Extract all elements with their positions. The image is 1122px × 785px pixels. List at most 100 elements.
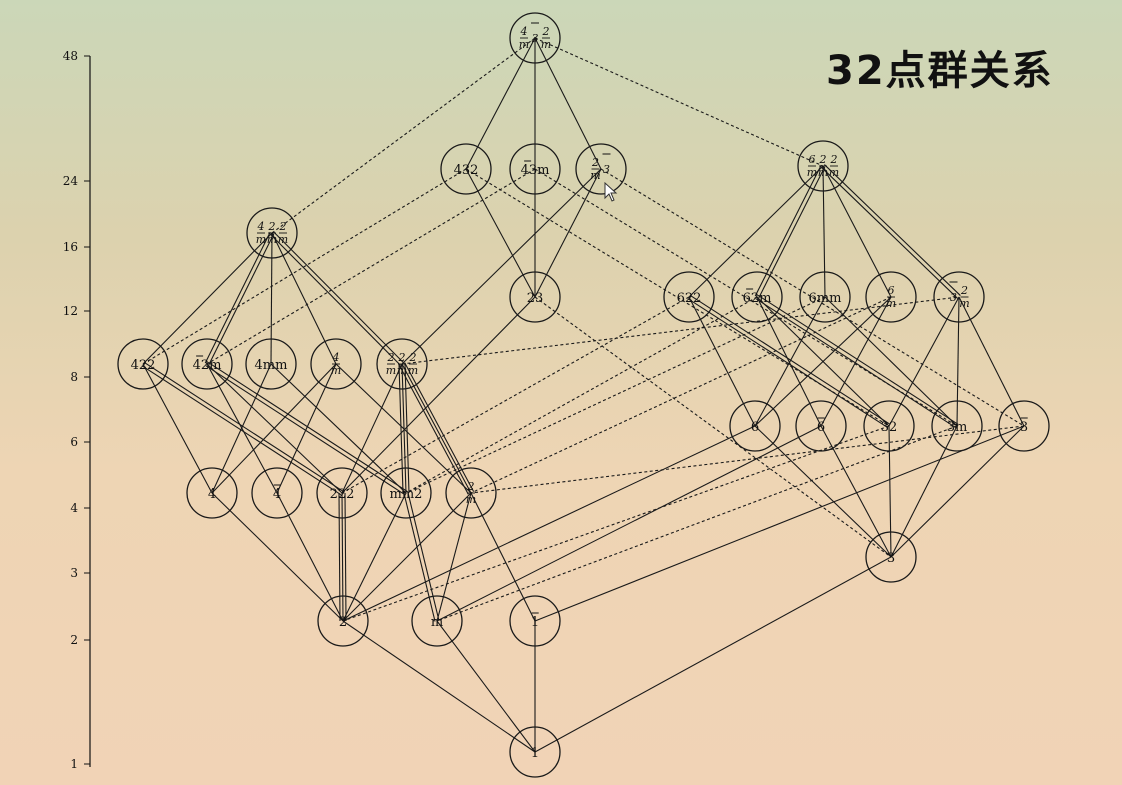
node-circle xyxy=(380,467,432,519)
edge-line xyxy=(534,37,602,170)
point-group-node-6m2[interactable]: 62m xyxy=(731,271,783,323)
node-label: 2 xyxy=(339,615,347,630)
edge-line xyxy=(398,364,404,494)
point-group-node-m[interactable]: m xyxy=(411,595,463,647)
point-group-node-mm2[interactable]: mm2 xyxy=(380,467,432,519)
point-group-node-6[interactable]: 6 xyxy=(729,400,781,452)
point-group-node-1[interactable]: 1 xyxy=(509,726,561,778)
node-circle xyxy=(317,595,369,647)
node-circle xyxy=(731,271,783,323)
point-group-node-4mm[interactable]: 4mm xyxy=(245,338,297,390)
node-circle xyxy=(509,271,561,323)
node-label: 23 xyxy=(527,291,544,306)
point-group-node-6bar[interactable]: 6 xyxy=(795,400,847,452)
numerator: 2 xyxy=(409,351,417,364)
node-circle xyxy=(181,338,233,390)
numerator: 2 xyxy=(830,153,838,166)
point-group-node-32[interactable]: 32 xyxy=(863,400,915,452)
point-group-node-1bar[interactable]: 1 xyxy=(509,595,561,647)
node-circle xyxy=(509,143,561,195)
edge-line xyxy=(436,425,958,622)
point-group-node-3m_bar[interactable]: 32m xyxy=(933,271,985,323)
numerator: 2 xyxy=(279,220,287,233)
point-group-node-42m[interactable]: 42m xyxy=(181,338,233,390)
edge-line xyxy=(401,363,472,494)
axis-tick-label: 4 xyxy=(70,501,78,515)
edge-line xyxy=(754,296,892,427)
edge-line xyxy=(342,425,756,622)
edge-line xyxy=(141,365,342,496)
node-label: 622 xyxy=(677,291,702,306)
point-group-node-23[interactable]: 23 xyxy=(509,271,561,323)
edge-line xyxy=(470,425,1025,494)
node-circle xyxy=(865,271,917,323)
node-label: 1 xyxy=(531,615,539,630)
point-group-node-4bar[interactable]: 4 xyxy=(251,467,303,519)
edge-line xyxy=(341,492,344,622)
edge-line xyxy=(689,294,891,425)
numerator: 4 xyxy=(520,25,528,38)
edge-line xyxy=(534,168,602,298)
edge-line xyxy=(398,365,469,495)
edge-line xyxy=(204,231,271,364)
edge-line xyxy=(758,166,826,299)
edge-line xyxy=(407,492,440,621)
node-label: 4mm xyxy=(255,358,288,373)
axis-tick-label: 48 xyxy=(63,49,78,63)
node-circle xyxy=(509,726,561,778)
edge-line xyxy=(956,296,960,427)
point-group-node-222[interactable]: 222 xyxy=(316,467,368,519)
point-group-node-432[interactable]: 432 xyxy=(440,143,492,195)
edge-line xyxy=(142,363,213,494)
point-group-node-2[interactable]: 2 xyxy=(317,595,369,647)
edge-line xyxy=(344,492,347,621)
numerator: 4 xyxy=(332,351,340,364)
axis-tick-label: 12 xyxy=(63,304,78,318)
denominator: m xyxy=(886,297,896,310)
edge-line xyxy=(756,296,822,427)
node-label: 62m xyxy=(743,291,772,306)
edge-line xyxy=(270,232,273,365)
point-group-node-2m[interactable]: 2m xyxy=(445,467,497,519)
numerator: 3 xyxy=(532,32,539,45)
point-group-node-6m[interactable]: 6m xyxy=(865,271,917,323)
edge-line xyxy=(211,492,344,622)
numerator: 2 xyxy=(960,284,968,297)
point-group-node-4m[interactable]: 4m xyxy=(310,338,362,390)
denominator: m xyxy=(519,38,529,51)
denominator: m xyxy=(541,38,551,51)
denominator: m xyxy=(818,166,828,179)
edge-line xyxy=(338,493,341,622)
node-circle xyxy=(509,12,561,64)
denominator: m xyxy=(959,297,969,310)
point-group-node-43m[interactable]: 43m xyxy=(509,143,561,195)
node-label: 43m xyxy=(521,163,550,178)
edge-line xyxy=(890,425,1025,558)
edge-line xyxy=(276,492,344,622)
edge-line xyxy=(211,363,337,494)
edge-line xyxy=(403,493,436,622)
edge-line xyxy=(888,425,892,558)
edge-line xyxy=(470,492,536,622)
node-label: 3 xyxy=(887,551,895,566)
point-group-node-4[interactable]: 4 xyxy=(186,467,238,519)
numerator: 2 xyxy=(542,25,550,38)
edge-line xyxy=(273,231,404,363)
point-group-node-3bar[interactable]: 3 xyxy=(998,400,1050,452)
point-group-node-3[interactable]: 3 xyxy=(865,531,917,583)
node-circle xyxy=(931,400,983,452)
point-group-node-622[interactable]: 622 xyxy=(663,271,715,323)
edge-line xyxy=(401,168,602,365)
numerator: 3 xyxy=(603,163,610,176)
point-group-node-422[interactable]: 422 xyxy=(117,338,169,390)
point-group-node-6mm[interactable]: 6mm xyxy=(799,271,851,323)
node-circle xyxy=(246,207,298,259)
numerator: 2 xyxy=(591,156,599,169)
point-group-node-3m[interactable]: 3m xyxy=(931,400,983,452)
